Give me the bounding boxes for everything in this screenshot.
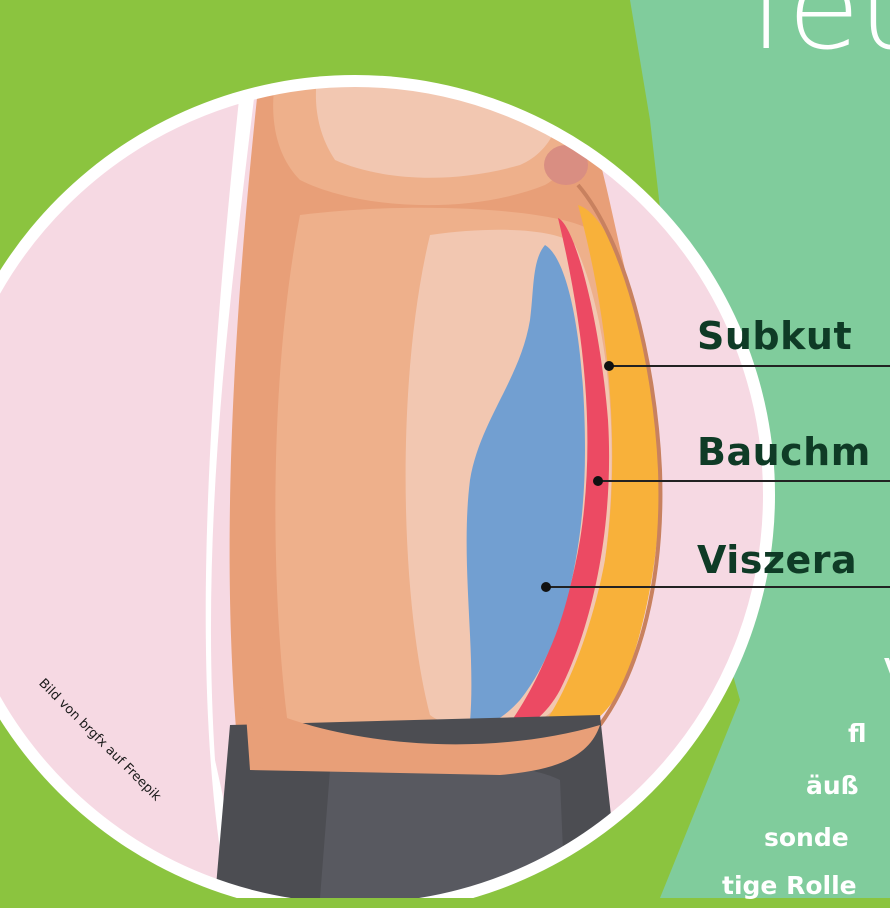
body-text-line-1: V: [884, 646, 890, 690]
headline: feu: [748, 0, 890, 76]
belly-illustration: [206, 60, 661, 898]
body-text-line-5: tige Rolle: [722, 864, 857, 908]
label-bauchmuskel: Bauchm: [697, 430, 871, 474]
pointer-dot-bauchmuskel: [593, 476, 603, 486]
label-subkutan: Subkut: [697, 314, 852, 358]
body-text-line-3: äuß: [806, 764, 859, 808]
pointer-dot-subkutan: [604, 361, 614, 371]
pointer-dot-viszeral: [541, 582, 551, 592]
body-text-line-4: sonde: [764, 816, 849, 860]
body-text-line-2: fl: [848, 712, 867, 756]
label-viszeral: Viszera: [697, 538, 857, 582]
